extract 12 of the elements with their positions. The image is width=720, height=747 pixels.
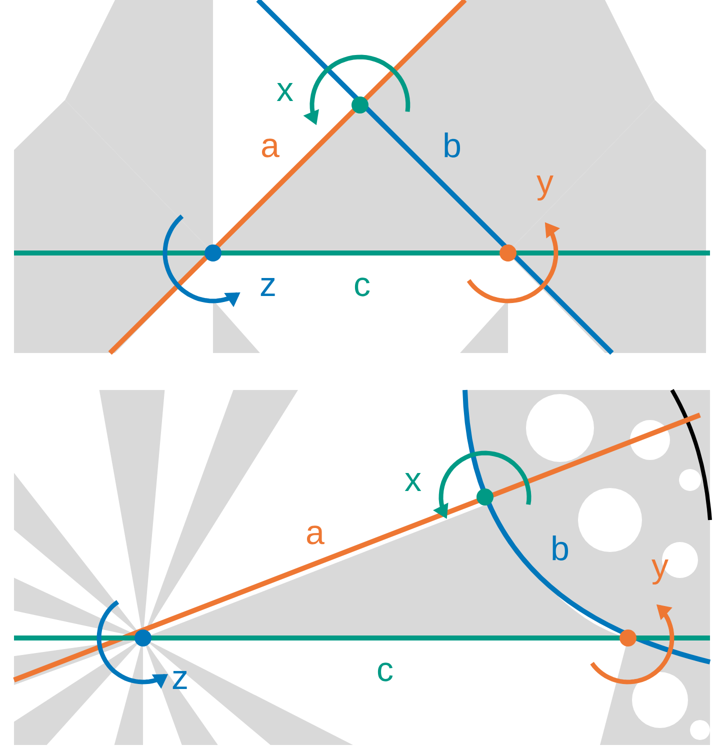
line-label: z xyxy=(172,671,187,689)
line-label: c xyxy=(354,278,370,296)
line-label: x xyxy=(404,473,422,491)
line-label: y xyxy=(536,176,554,201)
line-label: b xyxy=(444,132,460,158)
line-label: b xyxy=(552,536,568,560)
line-label: a xyxy=(306,526,324,544)
line-label: x xyxy=(276,83,294,101)
line-label: y xyxy=(652,560,668,585)
line-label: z xyxy=(260,278,275,296)
line-label: c xyxy=(378,662,393,682)
line-label: a xyxy=(262,138,280,158)
